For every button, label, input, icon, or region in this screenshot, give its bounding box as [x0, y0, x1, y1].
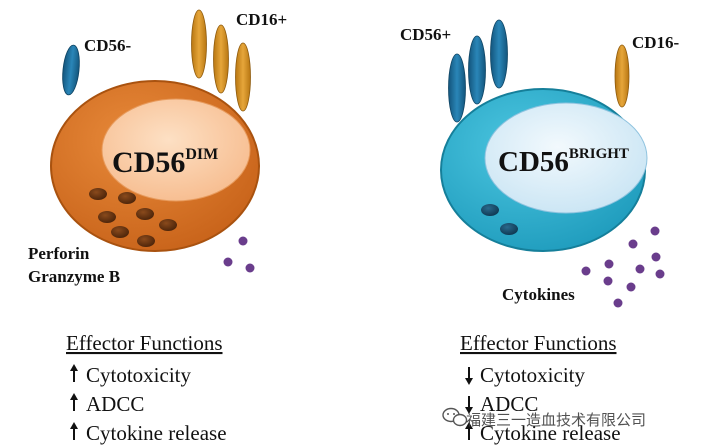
granule — [118, 192, 136, 204]
granule — [136, 208, 154, 220]
perforin-label: Perforin — [28, 244, 90, 263]
perforin-granules — [89, 188, 177, 247]
effector-label: Cytokine release — [86, 421, 227, 445]
effector-label: Cytotoxicity — [86, 363, 192, 387]
cytokine-dot — [628, 239, 638, 249]
dim-effector-title: Effector Functions — [66, 331, 223, 355]
cytokine-dot — [651, 252, 661, 262]
effector-item: ADCC — [465, 392, 538, 416]
cytokine-dot — [626, 282, 636, 292]
cd16-receptor — [235, 42, 251, 112]
cytokine-dot — [223, 257, 233, 267]
effector-item: Cytotoxicity — [465, 363, 586, 387]
granule — [159, 219, 177, 231]
cytokine-dot — [635, 264, 645, 274]
cytokine-dot — [238, 236, 248, 246]
up-arrow-icon — [465, 422, 473, 440]
cd56-bright-cell: CD56BRIGHT CD56+ CD16- Cytokines Effecto… — [400, 19, 680, 445]
down-arrow-icon — [465, 396, 473, 414]
cd16-receptor — [213, 24, 229, 94]
cd56-dim-core-label: CD56DIM — [112, 146, 218, 179]
cd16-negative-label: CD16- — [632, 33, 680, 52]
granule — [500, 223, 518, 235]
cytokine-dot — [581, 266, 591, 276]
chat-bubble-icon — [442, 407, 468, 427]
cd56-bright-nucleus — [484, 102, 648, 214]
cytokine-dot — [245, 263, 255, 273]
effector-label: Cytokine release — [480, 421, 621, 445]
cd56-positive-label: CD56+ — [400, 25, 451, 44]
up-arrow-icon — [70, 364, 78, 382]
up-arrow-icon — [70, 393, 78, 411]
cd56-positive-receptor — [468, 35, 486, 105]
granule — [111, 226, 129, 238]
cd16-positive-label: CD16+ — [236, 10, 287, 29]
granule — [481, 204, 499, 216]
cd16-receptor — [191, 9, 207, 79]
up-arrow-icon — [70, 422, 78, 440]
cd16-negative-receptor — [614, 44, 630, 108]
released-cytokine-dots — [223, 236, 255, 273]
cytokines-label: Cytokines — [502, 285, 575, 304]
effector-item: Cytokine release — [465, 421, 621, 445]
effector-label: ADCC — [480, 392, 538, 416]
watermark-text: 福建三一造血技术有限公司 — [466, 411, 646, 429]
cytokine-dot — [650, 226, 660, 236]
effector-item: Cytotoxicity — [70, 363, 192, 387]
granule — [89, 188, 107, 200]
watermark: 福建三一造血技术有限公司 — [442, 407, 646, 429]
cd56-negative-label: CD56- — [84, 36, 132, 55]
cytokine-dots — [581, 226, 665, 308]
cytokine-dot — [603, 276, 613, 286]
cd56-dim-cell: CD56DIM CD56- CD16+ Perforin Granzyme B … — [28, 9, 287, 445]
dim-effector-list: Cytotoxicity ADCC Cytokine release — [70, 363, 227, 445]
cytokine-dot — [655, 269, 665, 279]
effector-label: ADCC — [86, 392, 144, 416]
bright-granules — [481, 204, 518, 235]
cd56-positive-receptor — [448, 53, 466, 123]
down-arrow-icon — [465, 367, 473, 385]
cytokine-dot — [604, 259, 614, 269]
effector-item: ADCC — [70, 392, 144, 416]
cd56-dim-nucleus — [101, 98, 251, 202]
granule — [137, 235, 155, 247]
effector-label: Cytotoxicity — [480, 363, 586, 387]
effector-item: Cytokine release — [70, 421, 227, 445]
bright-effector-title: Effector Functions — [460, 331, 617, 355]
cd56-positive-receptor — [490, 19, 508, 89]
granzyme-label: Granzyme B — [28, 267, 120, 286]
cytokine-dot — [613, 298, 623, 308]
cd56-bright-core-label: CD56BRIGHT — [498, 146, 629, 178]
granule — [98, 211, 116, 223]
cd56-negative-receptor — [62, 44, 80, 96]
bright-effector-list: Cytotoxicity ADCC Cytokine release — [465, 363, 621, 445]
